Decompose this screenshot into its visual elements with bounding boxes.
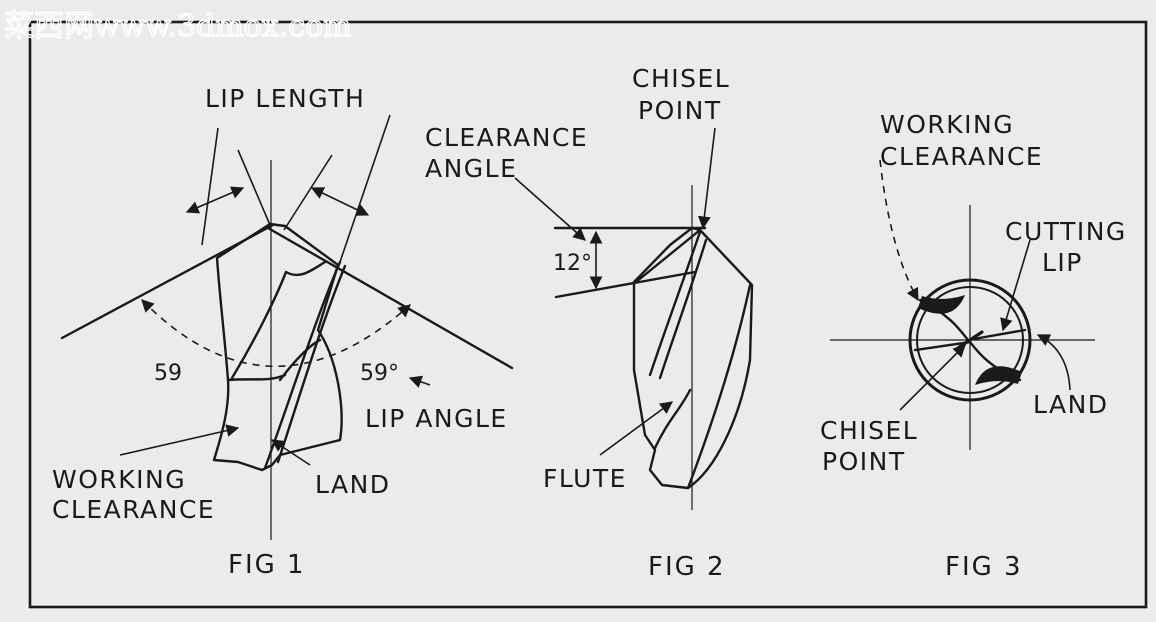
- fig1-working-label: WORKING: [52, 465, 186, 494]
- fig1-clearance-label: CLEARANCE: [52, 495, 215, 524]
- fig3-inner-circle: [916, 286, 1024, 394]
- fig1-flute-curve: [226, 373, 287, 382]
- fig2-angle-label: ANGLE: [425, 154, 517, 183]
- fig1-land-label: LAND: [315, 470, 391, 499]
- fig2-flute-edge: [648, 230, 702, 377]
- fig1-caption: FIG 1: [228, 550, 306, 580]
- fig3-point-label: POINT: [822, 447, 906, 476]
- fig1-dim-arrow-left: [185, 186, 245, 214]
- fig1-ext-line-2: [237, 149, 271, 226]
- fig1-working-clearance-leader: [119, 424, 240, 456]
- fig3-cutting-lip-leader: [1000, 239, 1031, 332]
- fig3-chisel-label: CHISEL: [820, 416, 918, 445]
- fig1-angle-right-label: 59°: [360, 361, 399, 386]
- fig3-drill-circle: [908, 278, 1032, 402]
- fig2-chisel-point-leader: [698, 127, 716, 230]
- fig2-cutting-edge: [634, 228, 702, 284]
- fig2-flute-label: FLUTE: [543, 464, 627, 493]
- fig3-chisel-point-leader: [899, 344, 966, 411]
- fig2-clearance-ref-bottom: [554, 270, 697, 299]
- fig3-working-clearance-leader: [879, 159, 919, 302]
- fig1-flute-curve-2: [278, 338, 322, 382]
- fig3-flute-mark-2: [975, 366, 1022, 385]
- fig1-lip-angle-label: LIP ANGLE: [365, 404, 508, 433]
- fig2-flute-edge-2: [658, 238, 708, 380]
- fig1-ext-line-4: [339, 114, 391, 263]
- watermark-text: 菜西网www.3dmox.com: [4, 9, 352, 44]
- fig2-flute-leader: [599, 401, 674, 456]
- fig2-land-edge: [686, 283, 752, 490]
- fig2-drill-point-view: CHISEL POINT CLEARANCE ANGLE 12° FLUTE F…: [425, 64, 754, 582]
- fig1-angle-arc: [141, 299, 411, 368]
- fig3-drill-end-view: WORKING CLEARANCE CUTTING LIP LAND CHISE…: [820, 110, 1127, 582]
- fig1-ext-line-1: [201, 127, 219, 246]
- fig1-land-leader: [270, 439, 311, 466]
- fig1-lip-line-right: [266, 226, 514, 370]
- fig3-land-leader: [1036, 334, 1071, 391]
- fig3-cutting-lip-2: [913, 340, 1022, 382]
- fig1-ext-line-3: [283, 154, 333, 231]
- fig1-drill-body: [212, 222, 343, 472]
- fig1-lip-angle-leader: [408, 375, 431, 388]
- fig2-flute-curve: [653, 388, 692, 450]
- fig1-drill-side-view: LIP LENGTH 59 59° LIP ANGLE WORKING CLEA…: [52, 84, 514, 580]
- fig2-chisel-label: CHISEL: [632, 64, 730, 93]
- frame-border: [28, 20, 1148, 609]
- fig3-cutting-label: CUTTING: [1005, 217, 1127, 246]
- fig3-land-label: LAND: [1033, 390, 1109, 419]
- fig2-angle-value: 12°: [553, 251, 592, 276]
- fig2-drill-body: [632, 226, 754, 490]
- fig1-dim-arrow-right: [310, 187, 370, 216]
- fig3-caption: FIG 3: [945, 552, 1023, 582]
- fig2-clearance-angle-leader: [514, 177, 586, 241]
- fig1-angle-left-label: 59: [154, 361, 182, 386]
- fig2-point-label: POINT: [638, 96, 722, 125]
- fig1-land-edge-2: [276, 264, 347, 464]
- fig3-lip-label: LIP: [1042, 248, 1083, 277]
- fig1-flute-edge-1: [230, 260, 327, 380]
- fig1-lip-length-label: LIP LENGTH: [205, 84, 365, 113]
- fig3-flute-mark-1: [918, 295, 965, 314]
- fig3-working-label: WORKING: [880, 110, 1014, 139]
- fig2-clearance-label: CLEARANCE: [425, 123, 588, 152]
- fig3-clearance-label: CLEARANCE: [880, 142, 1043, 171]
- fig2-caption: FIG 2: [648, 552, 726, 582]
